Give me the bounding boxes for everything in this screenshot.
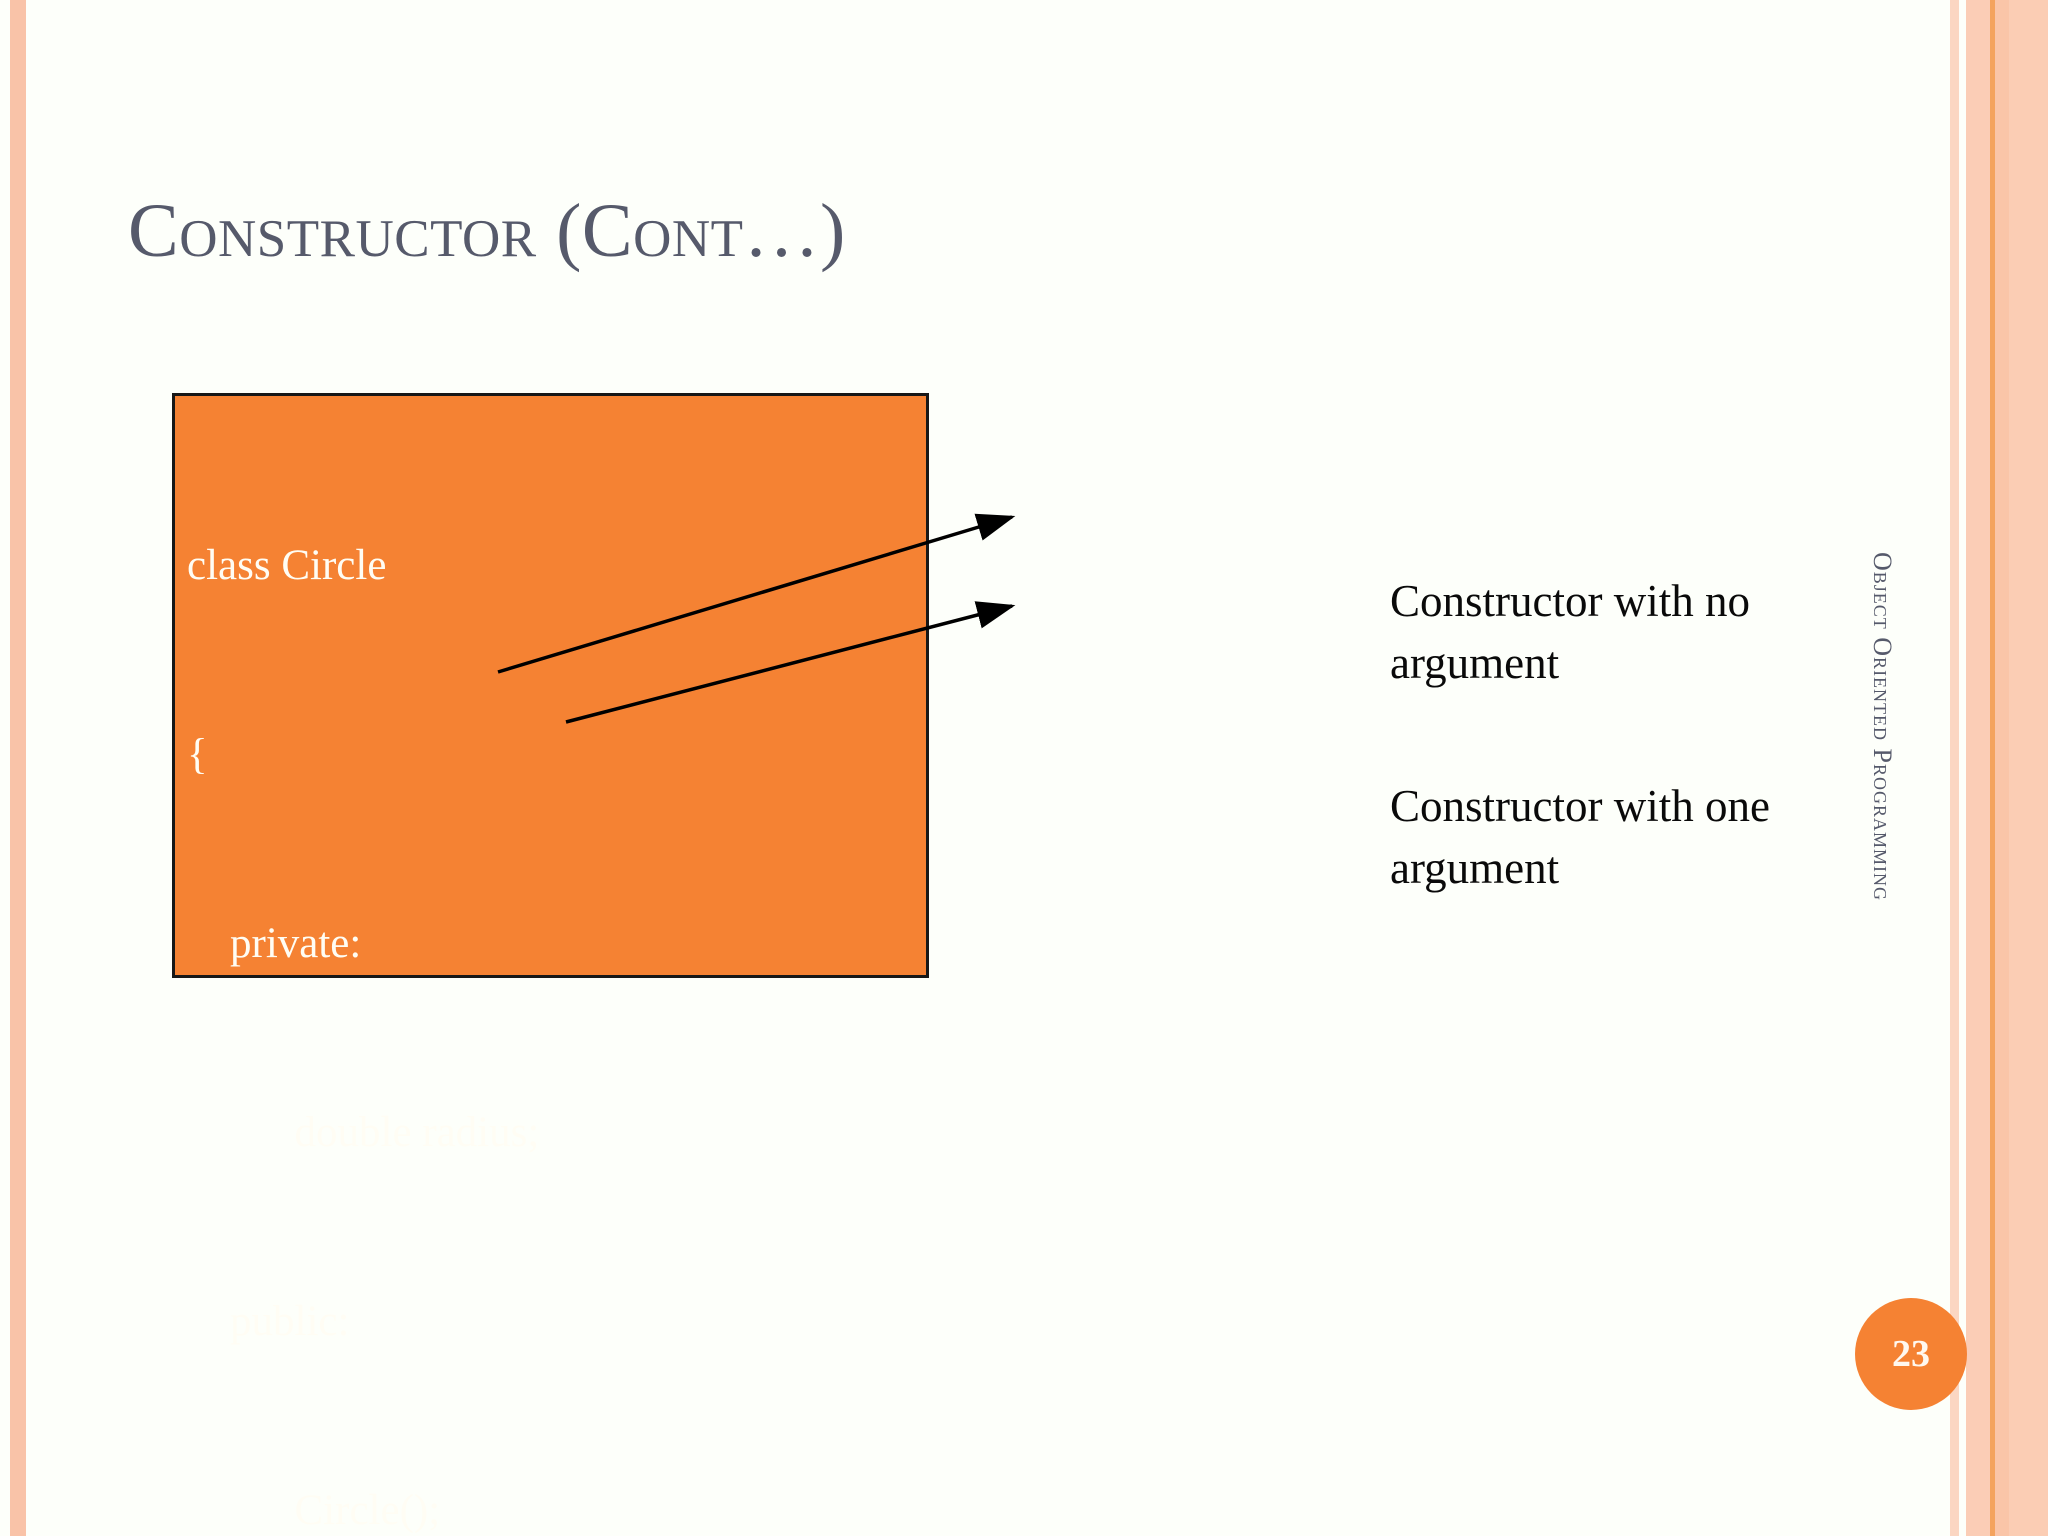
code-block: class Circle { private: double radius; p… [172, 393, 929, 1534]
right-edge-stripe-5 [2009, 0, 2048, 1536]
code-line: double radius; [187, 1109, 540, 1156]
code-line: private: [187, 920, 362, 967]
page-number-label: 23 [1892, 1333, 1930, 1375]
page-number-badge: 23 [1855, 1298, 1967, 1410]
left-edge-stripe [10, 0, 26, 1536]
right-edge-stripe-4 [1995, 0, 2009, 1536]
code-line: public: [187, 1298, 350, 1345]
callout-one-argument: Constructor with one argument [1390, 781, 1770, 893]
code-lines: class Circle { private: double radius; p… [187, 408, 922, 1536]
slide-title: Constructor (Cont…) [128, 189, 846, 273]
callout-no-argument: Constructor with no argument [1390, 576, 1750, 688]
code-line: Circle(); [187, 1487, 441, 1534]
right-edge-stripe-1 [1950, 0, 1959, 1536]
right-edge-stripe-accent [1990, 0, 1995, 1536]
right-edge-stripe-2 [1966, 0, 1990, 1536]
code-line: class Circle [187, 542, 387, 589]
side-caption: Object Oriented Programming [1868, 552, 1897, 902]
code-line: { [187, 731, 208, 778]
